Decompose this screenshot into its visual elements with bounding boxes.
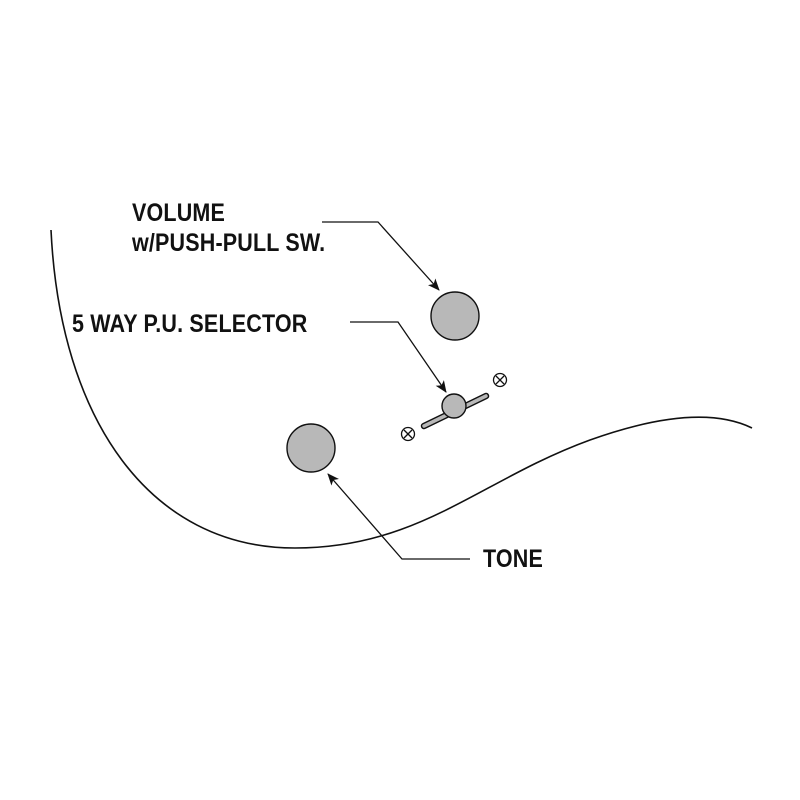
selector-tip: [441, 393, 467, 419]
tone-leader-arrow: [327, 473, 470, 560]
volume-label-line2: w/PUSH-PULL SW.: [132, 229, 326, 257]
selector-label: 5 WAY P.U. SELECTOR: [72, 310, 308, 338]
volume-leader-arrow: [322, 221, 440, 291]
selector-switch: [420, 392, 490, 430]
tone-label: TONE: [483, 545, 544, 573]
tone-knob: [286, 423, 336, 473]
volume-label: VOLUME w/PUSH-PULL SW.: [132, 198, 325, 258]
screw-icon: [400, 426, 416, 442]
selector-leader-arrow: [350, 321, 447, 393]
screw-icon: [492, 372, 508, 388]
volume-label-line1: VOLUME: [132, 199, 226, 227]
guitar-body-outline: [50, 229, 753, 549]
volume-knob: [430, 291, 480, 341]
